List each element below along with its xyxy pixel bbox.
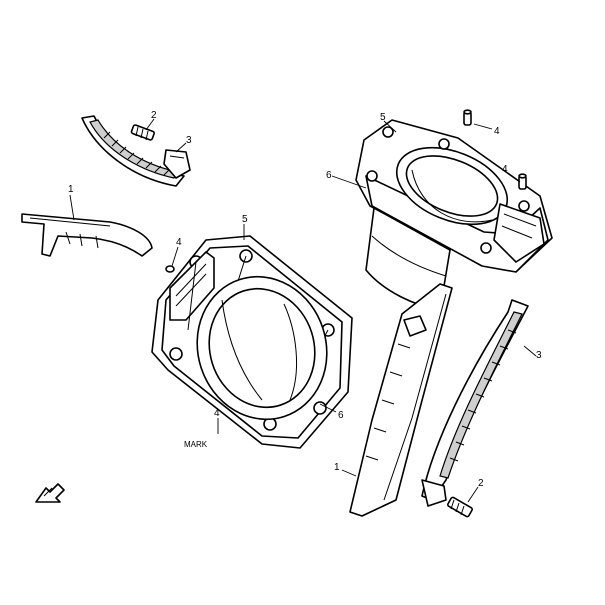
mark-label: MARK xyxy=(184,440,208,449)
leader-lines xyxy=(69,118,537,503)
callout-5-cylinder: 5 xyxy=(380,112,386,123)
tensioner-teeth xyxy=(103,131,171,176)
callout-2-right: 2 xyxy=(478,478,484,489)
callout-1-right: 1 xyxy=(334,462,340,473)
bolt-right xyxy=(447,496,473,518)
dowel-pin-right-a xyxy=(463,109,472,126)
callout-6-cylinder: 6 xyxy=(326,170,332,181)
dowel-pin-right-b xyxy=(518,173,527,190)
callout-4-right-b: 4 xyxy=(502,164,508,175)
chain-guide-top xyxy=(21,213,153,257)
callout-3-top: 3 xyxy=(186,135,192,146)
chain-tensioner-shoe-right xyxy=(421,299,529,507)
cylinder-bore-opening xyxy=(196,275,328,421)
callout-5-gasket: 5 xyxy=(242,214,248,225)
callout-4-mid: 4 xyxy=(176,237,182,248)
cylinder-block xyxy=(355,119,553,311)
callout-1-top: 1 xyxy=(68,184,74,195)
dowel-pin-mid xyxy=(165,265,175,273)
tensioner-teeth-right xyxy=(449,329,517,462)
front-arrow-icon xyxy=(35,483,65,503)
callout-6-lower: 6 xyxy=(338,410,344,421)
chain-guide-long xyxy=(349,283,453,517)
bolt-top xyxy=(130,124,155,141)
callout-2-top: 2 xyxy=(151,110,157,121)
callout-3-right: 3 xyxy=(536,350,542,361)
chain-tensioner-shoe-top xyxy=(81,115,191,187)
callout-4-lower: 4 xyxy=(214,408,220,419)
callout-labels: 1 2 3 4 5 4 6 5 6 4 4 3 1 2 MARK xyxy=(68,110,542,489)
callout-4-right-a: 4 xyxy=(494,126,500,137)
